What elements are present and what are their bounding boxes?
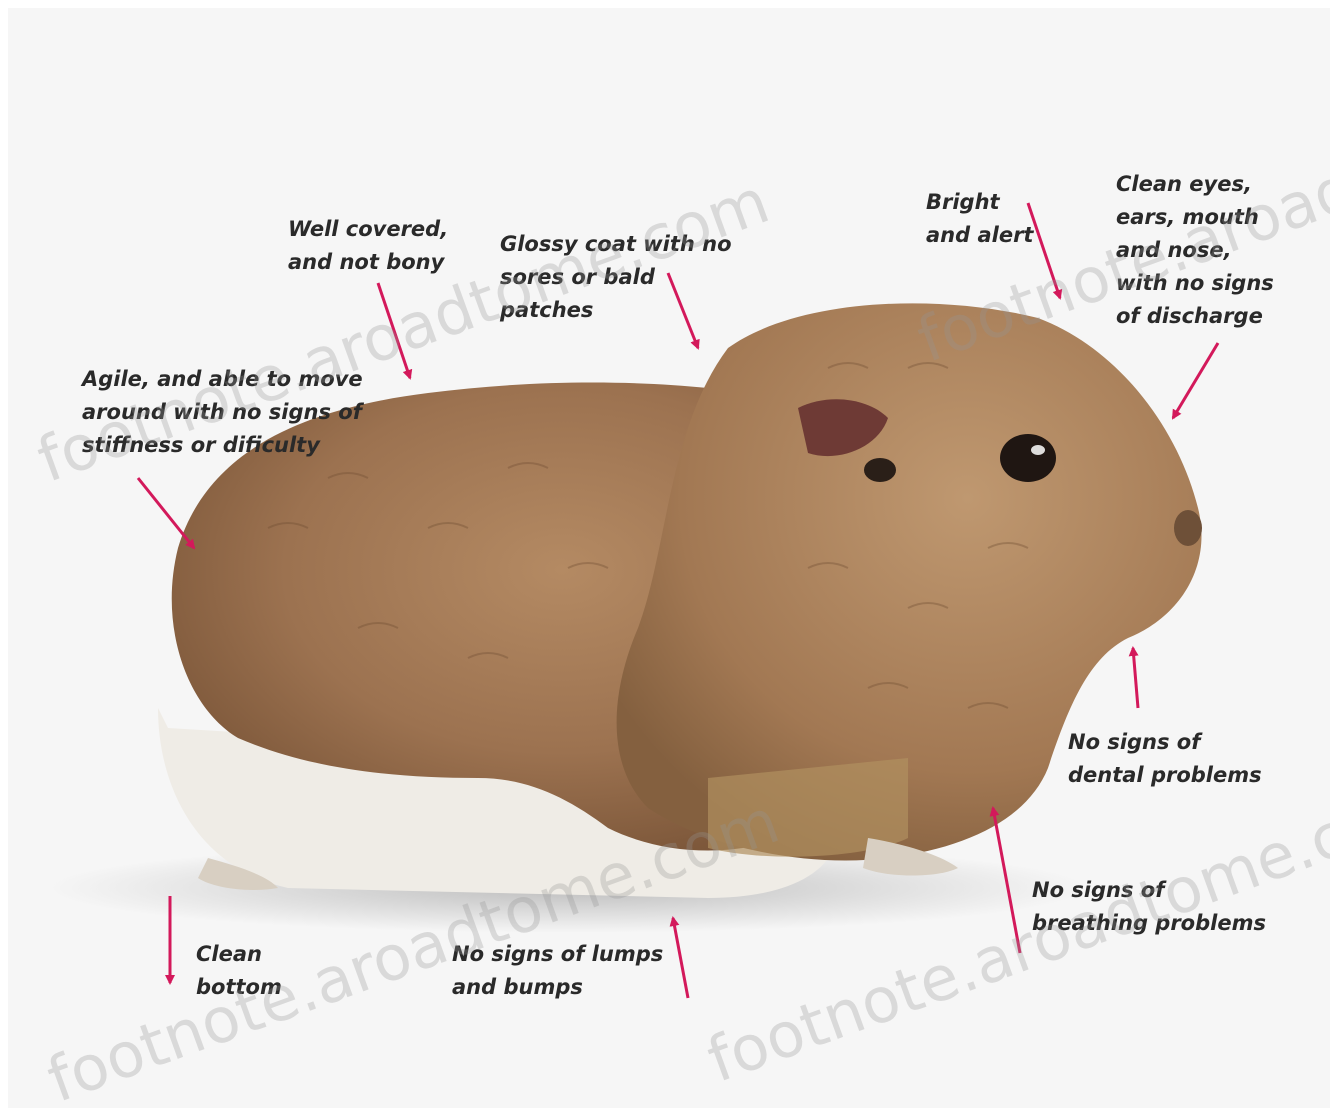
- label-bright-alert: Bright and alert: [926, 186, 1033, 252]
- eye: [1000, 434, 1056, 482]
- label-dental: No signs of dental problems: [1068, 726, 1262, 792]
- eye-highlight: [1031, 445, 1045, 455]
- arrow-clean-eyes: [1173, 343, 1218, 418]
- eye-small: [864, 458, 896, 482]
- nose: [1174, 510, 1202, 546]
- label-well-covered: Well covered, and not bony: [288, 213, 448, 279]
- arrow-dental: [1133, 648, 1138, 708]
- arrow-agile: [138, 478, 194, 548]
- image-frame: Well covered, and not bony Glossy coat w…: [8, 8, 1330, 1108]
